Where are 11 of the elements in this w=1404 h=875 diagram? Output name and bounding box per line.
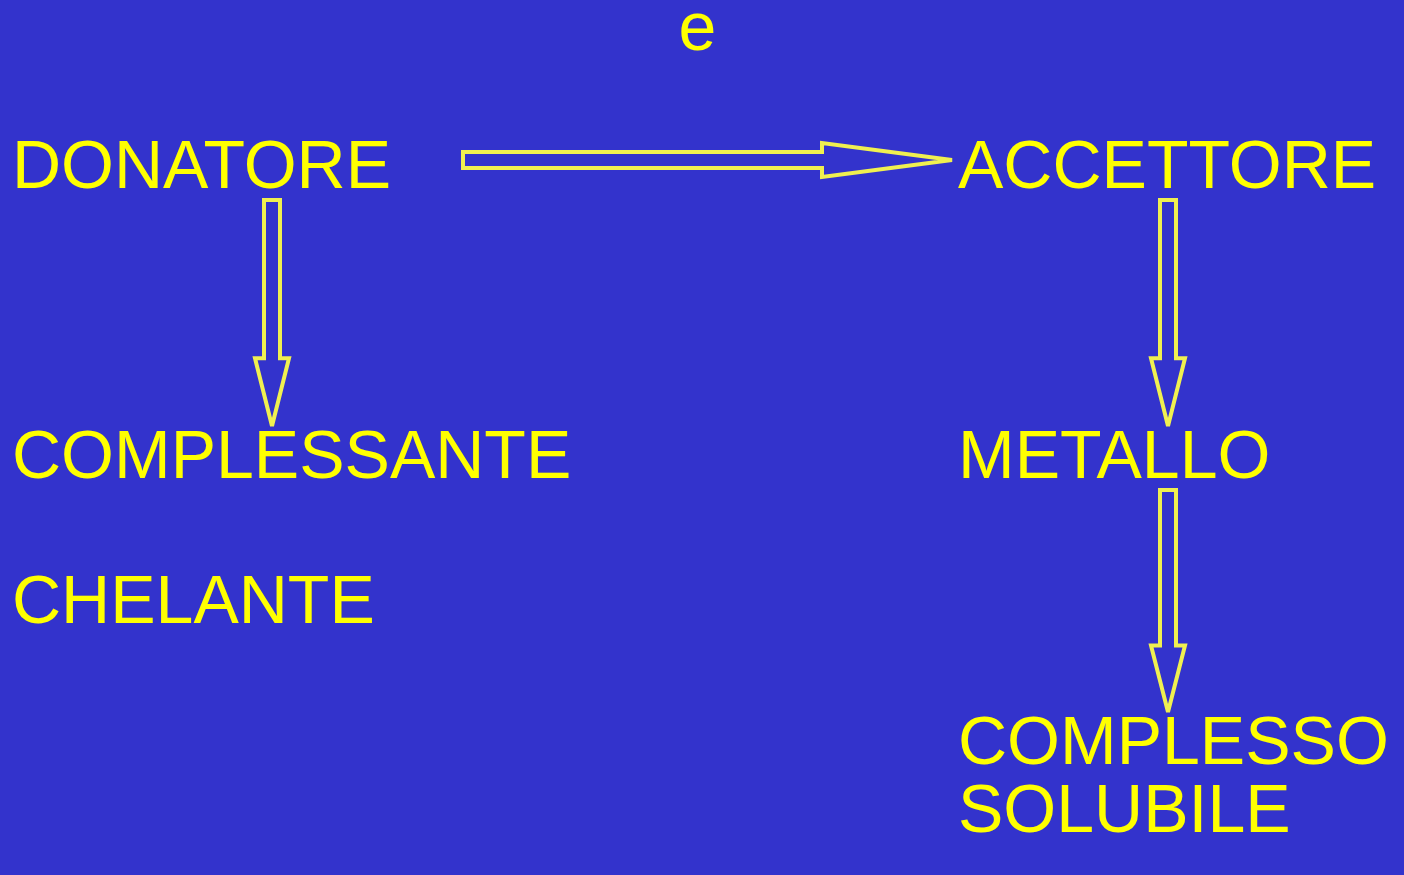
concept-text: METALLO — [958, 420, 1271, 488]
hollow-arrow — [252, 198, 292, 428]
edge-label: e — [678, 0, 717, 60]
hollow-arrow — [1148, 198, 1188, 428]
concept-text: COMPLESSANTE — [12, 420, 572, 488]
concept-text: DONATORE — [12, 130, 392, 198]
concept-text: ACCETTORE — [958, 130, 1377, 198]
hollow-arrow — [1148, 488, 1188, 714]
concept-label: CHELANTE — [12, 565, 375, 633]
hollow-arrow — [461, 140, 954, 180]
concept-text: COMPLESSO SOLUBILE — [958, 706, 1398, 842]
